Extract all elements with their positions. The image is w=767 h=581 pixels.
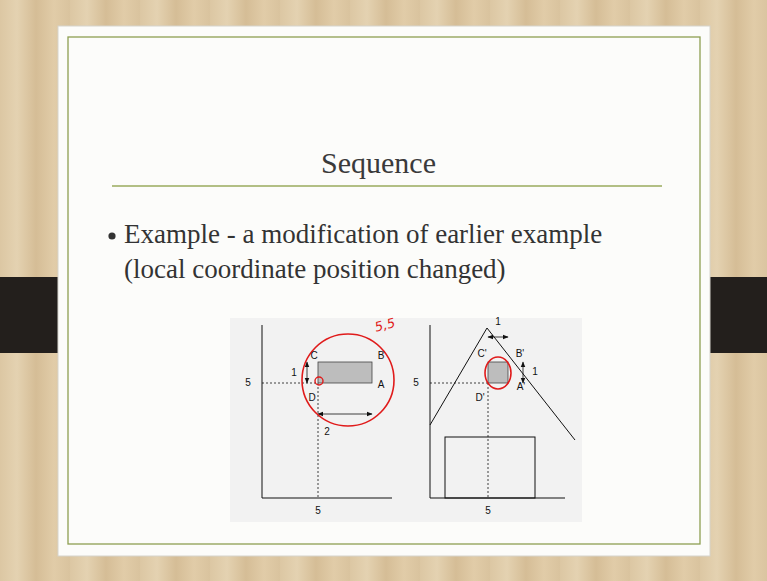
dimension-label: 1 bbox=[291, 367, 297, 379]
annotation-circle bbox=[302, 334, 394, 426]
dimension-arrow bbox=[523, 362, 524, 383]
slide-panel bbox=[58, 26, 710, 556]
axis-value: 5 bbox=[315, 505, 321, 517]
dimension-label: 2 bbox=[324, 426, 330, 438]
side-tab bbox=[0, 277, 64, 353]
bullet-text: Example - a modification of earlier exam… bbox=[124, 217, 664, 287]
house-roof bbox=[430, 328, 575, 440]
object-square bbox=[488, 362, 508, 383]
axis-value: 5 bbox=[413, 377, 419, 389]
corner-label: C' bbox=[477, 348, 486, 360]
figure-ground bbox=[230, 318, 582, 522]
axis-value: 5 bbox=[485, 505, 491, 517]
guide-line bbox=[488, 383, 489, 498]
dimension-label: 1 bbox=[532, 366, 538, 378]
dimension-label: 1 bbox=[495, 316, 501, 328]
left-figure bbox=[262, 325, 392, 498]
corner-label: D' bbox=[475, 392, 484, 404]
bullet-dot bbox=[108, 232, 115, 239]
corner-label: A' bbox=[517, 381, 526, 393]
side-tab bbox=[703, 277, 767, 353]
annotation-circle bbox=[485, 357, 511, 389]
guide-line bbox=[262, 383, 318, 384]
y-axis bbox=[430, 325, 431, 498]
house-body bbox=[445, 437, 535, 498]
dimension-arrow bbox=[307, 362, 308, 383]
corner-label: D bbox=[308, 392, 315, 404]
guide-line bbox=[318, 383, 319, 498]
slide-border bbox=[68, 37, 700, 544]
corner-label: B bbox=[378, 350, 385, 362]
corner-label: B' bbox=[516, 348, 525, 360]
object-rect bbox=[318, 362, 372, 383]
right-figure bbox=[430, 325, 575, 498]
title-rule bbox=[112, 185, 662, 186]
corner-label: A bbox=[378, 379, 385, 391]
annotation-circle bbox=[315, 377, 323, 385]
corner-label: C bbox=[310, 350, 317, 362]
x-axis bbox=[262, 498, 392, 499]
dimension-arrow bbox=[488, 337, 508, 338]
y-axis bbox=[262, 325, 263, 498]
axis-value: 5 bbox=[245, 377, 251, 389]
slide-title: Sequence bbox=[0, 143, 762, 183]
dimension-arrow bbox=[318, 414, 372, 415]
guide-line bbox=[430, 383, 488, 384]
